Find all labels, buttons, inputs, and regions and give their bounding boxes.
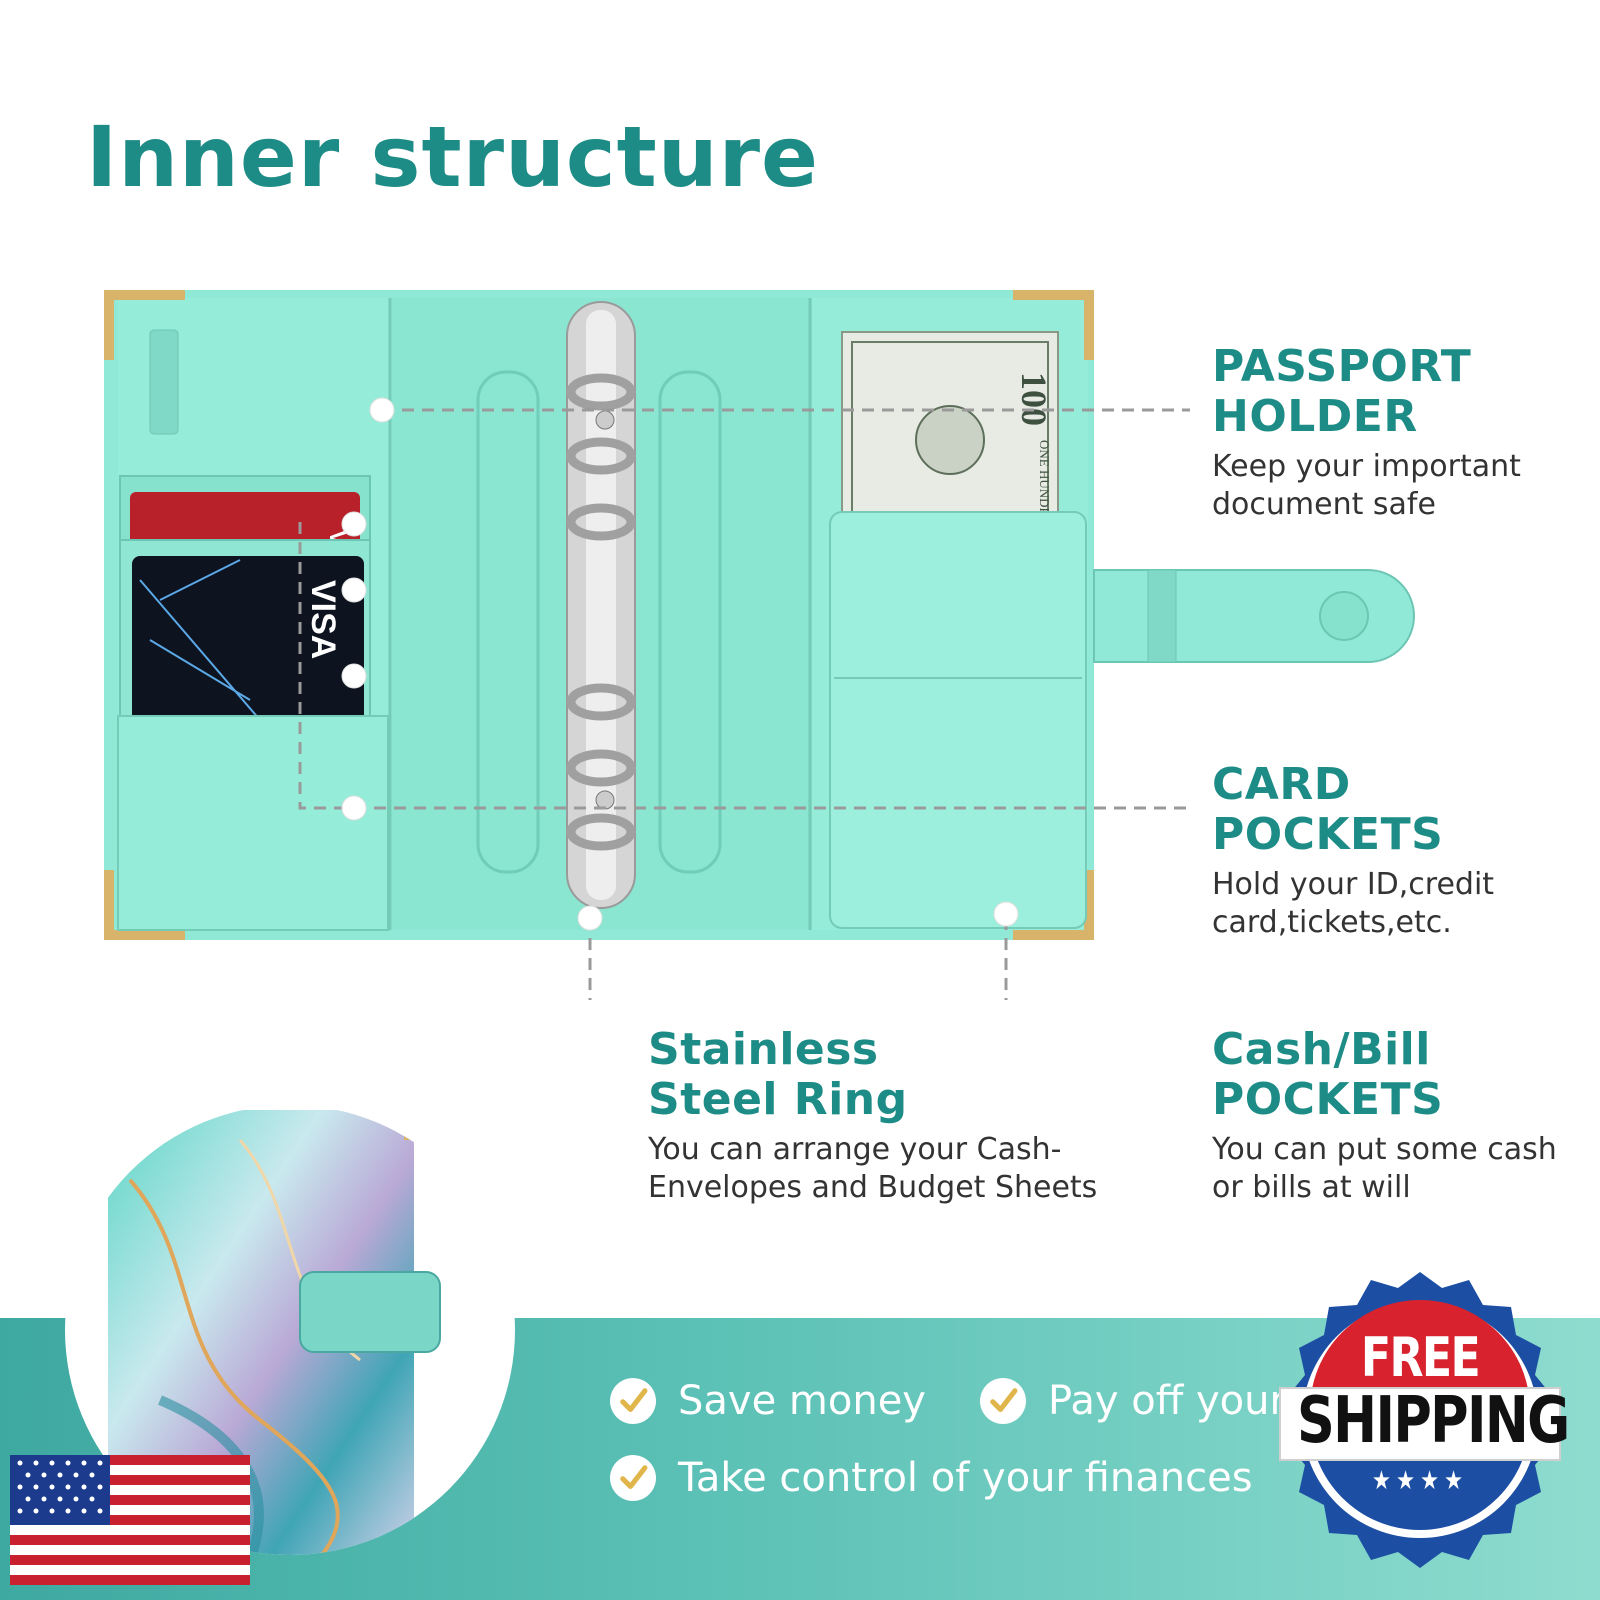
cash-pocket: [829, 511, 1087, 929]
check-icon: [610, 1455, 656, 1501]
lower-pocket: [117, 715, 389, 931]
feature-label: Pay off your: [1048, 1378, 1286, 1424]
strip-right: [658, 370, 722, 874]
rings: [566, 373, 636, 851]
corner-top-left: [104, 290, 185, 360]
us-flag-icon: [10, 1455, 250, 1585]
callout-lines: [298, 408, 1190, 1000]
cover-product-image: [65, 1105, 515, 1555]
card-heading-line1: CARD: [1212, 759, 1351, 810]
feature-pay-off: Pay off your: [980, 1378, 1286, 1424]
check-icon: [610, 1378, 656, 1424]
binder-illustration: VISA VISA 100 ONE HUNDRED DOLLARS: [104, 290, 1415, 1000]
cover-strap: [299, 1271, 441, 1353]
page-title: Inner structure: [86, 108, 820, 206]
strip-left: [476, 370, 540, 874]
badge-free-text: FREE: [1360, 1326, 1481, 1389]
free-shipping-badge: FREE SHIPPING ★★★★: [1270, 1270, 1570, 1570]
snap-button: [1319, 591, 1369, 641]
feature-take-control: Take control of your finances: [610, 1455, 1253, 1501]
badge-shipping-text: SHIPPING: [1297, 1384, 1570, 1458]
credit-card-red: [130, 492, 360, 552]
corner-top-right: [1013, 290, 1094, 360]
badge-stars: ★★★★: [1371, 1466, 1469, 1496]
ring-desc: You can arrange your Cash-Envelopes and …: [648, 1132, 1098, 1205]
callout-dots: [341, 397, 1019, 931]
corner-bottom-left: [104, 870, 185, 940]
credit-card-black: [132, 556, 364, 726]
svg-text:100: 100: [1014, 372, 1054, 426]
card-heading-line2: POCKETS: [1212, 809, 1444, 860]
cash-heading-line2: POCKETS: [1212, 1074, 1444, 1125]
ring-heading-line2: Steel Ring: [648, 1074, 908, 1125]
callout-steel-ring: Stainless Steel Ring You can arrange you…: [648, 1025, 1097, 1207]
ring-heading-line1: Stainless: [648, 1024, 879, 1075]
check-icon: [980, 1378, 1026, 1424]
pen-loop: [149, 329, 179, 435]
cash-heading-line1: Cash/Bill: [1212, 1024, 1431, 1075]
feature-save-money: Save money: [610, 1378, 926, 1424]
feature-label: Save money: [678, 1378, 926, 1424]
passport-heading-line2: HOLDER: [1212, 391, 1418, 442]
visa-label: VISA: [304, 580, 342, 659]
feature-label: Take control of your finances: [678, 1455, 1253, 1501]
passport-heading-line1: PASSPORT: [1212, 341, 1472, 392]
